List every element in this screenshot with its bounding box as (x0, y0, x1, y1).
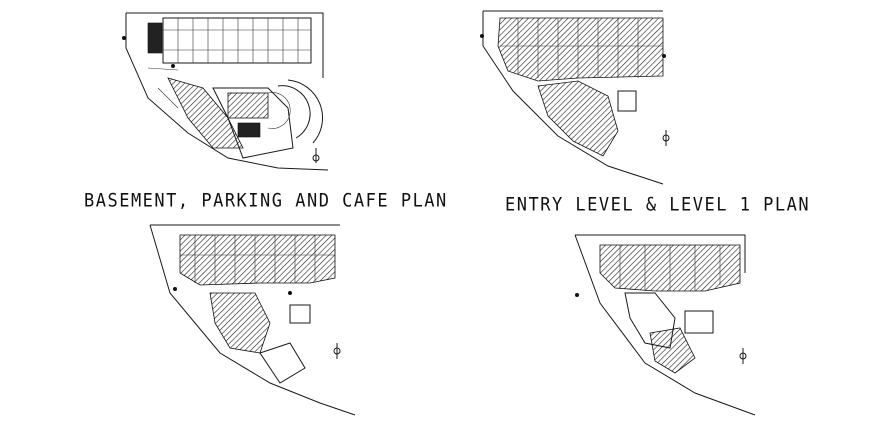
basement-plan-drawing (118, 8, 338, 178)
level-1-plan-drawing (140, 223, 360, 418)
basement-plan-title: BASEMENT, PARKING AND CAFE PLAN (84, 190, 448, 212)
entry-level-plan-drawing (478, 6, 678, 191)
entry-level-plan-title: ENTRY LEVEL & LEVEL 1 PLAN (505, 194, 811, 216)
upper-level-plan-drawing (555, 233, 760, 418)
north-arrow-icon (739, 348, 747, 364)
north-arrow-icon (333, 343, 341, 359)
north-arrow-icon (312, 148, 320, 163)
north-arrow-icon (662, 130, 670, 146)
